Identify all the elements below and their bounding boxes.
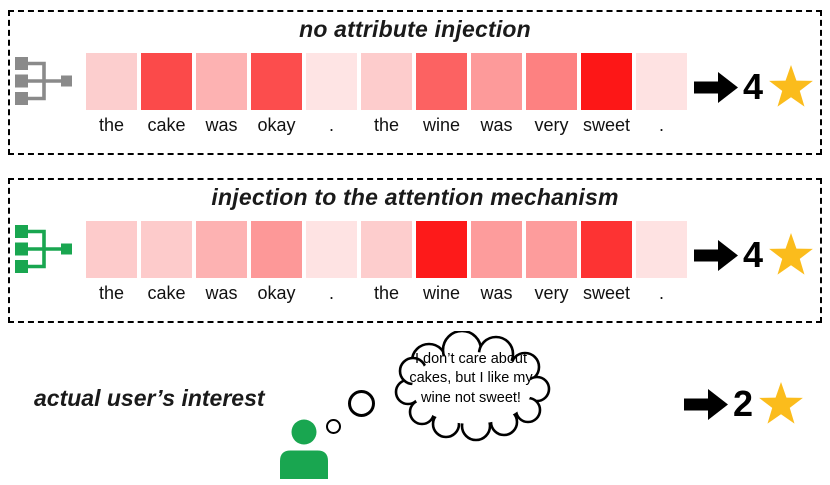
thought-cloud xyxy=(394,331,551,442)
token: . xyxy=(636,221,687,304)
token: okay xyxy=(251,53,302,136)
token-word: was xyxy=(205,115,238,135)
attention-weight-cell xyxy=(251,221,302,278)
token-word: very xyxy=(534,115,569,135)
attention-weight-cell xyxy=(471,53,522,110)
token-word: was xyxy=(480,283,513,303)
token: wine xyxy=(416,53,467,136)
attention-weight-cell xyxy=(526,53,577,110)
token: was xyxy=(471,53,522,136)
person-icon xyxy=(280,419,328,479)
token: cake xyxy=(141,53,192,136)
star-icon xyxy=(769,65,813,107)
token: wine xyxy=(416,221,467,304)
token-word: wine xyxy=(422,115,461,135)
token: was xyxy=(196,53,247,136)
attention-weight-cell xyxy=(526,221,577,278)
attention-weight-cell xyxy=(416,221,467,278)
token-word: was xyxy=(480,115,513,135)
attention-weight-cell xyxy=(471,221,522,278)
token: the xyxy=(86,221,137,304)
attention-weight-cell xyxy=(141,53,192,110)
token: . xyxy=(636,53,687,136)
thought-bubble-dot-medium xyxy=(348,390,375,417)
rating-value: 4 xyxy=(743,66,764,107)
arrow-icon xyxy=(694,239,738,271)
token: was xyxy=(471,221,522,304)
arrow-icon xyxy=(694,71,738,103)
rating-value: 2 xyxy=(733,383,754,424)
token: the xyxy=(86,53,137,136)
token-word: okay xyxy=(257,283,296,303)
token: cake xyxy=(141,221,192,304)
token: . xyxy=(306,221,357,304)
panel-attention-injection: injection to the attention mechanism the… xyxy=(8,178,822,323)
thought-line: cakes, but I like my xyxy=(409,370,533,387)
user-interest-label: actual user’s interest xyxy=(34,385,265,411)
thought-bubble-dot-small xyxy=(326,419,341,434)
token-word: . xyxy=(328,115,334,135)
panel-title: no attribute injection xyxy=(299,16,531,42)
token-word: . xyxy=(328,283,334,303)
rating-value: 4 xyxy=(743,234,764,275)
token-word: the xyxy=(98,283,125,303)
star-icon xyxy=(769,233,813,275)
token-word: the xyxy=(373,115,400,135)
token: the xyxy=(361,53,412,136)
panel-title: injection to the attention mechanism xyxy=(211,184,619,210)
attention-weight-cell xyxy=(361,53,412,110)
attention-weight-cell xyxy=(251,53,302,110)
attention-weight-cell xyxy=(361,221,412,278)
model-tree-icon xyxy=(15,225,72,273)
token: the xyxy=(361,221,412,304)
token: very xyxy=(526,221,577,304)
attention-weight-cell xyxy=(196,221,247,278)
token: was xyxy=(196,221,247,304)
attention-weight-cell xyxy=(306,221,357,278)
attention-weight-cell xyxy=(86,221,137,278)
attention-weight-cell xyxy=(581,221,632,278)
token-word: . xyxy=(658,283,664,303)
token: . xyxy=(306,53,357,136)
attention-weight-cell xyxy=(86,53,137,110)
attention-weight-cell xyxy=(636,53,687,110)
rating-result: 4 xyxy=(694,232,814,278)
arrow-icon xyxy=(684,388,728,420)
token-word: cake xyxy=(147,115,186,135)
token-word: sweet xyxy=(582,283,631,303)
model-tree-icon xyxy=(15,57,72,105)
token-word: . xyxy=(658,115,664,135)
token-word: the xyxy=(98,115,125,135)
token-word: wine xyxy=(422,283,461,303)
token-word: cake xyxy=(147,283,186,303)
token: sweet xyxy=(581,221,632,304)
attention-weight-cell xyxy=(416,53,467,110)
thought-text: I don’t care about cakes, but I like my … xyxy=(398,350,544,408)
star-icon xyxy=(759,382,803,424)
attention-weight-cell xyxy=(306,53,357,110)
attention-weight-cell xyxy=(196,53,247,110)
token: very xyxy=(526,53,577,136)
thought-line: I don’t care about xyxy=(414,351,528,367)
token-word: okay xyxy=(257,115,296,135)
attention-weight-cell xyxy=(141,221,192,278)
token: sweet xyxy=(581,53,632,136)
rating-result: 2 xyxy=(684,381,804,427)
thought-line: wine not sweet! xyxy=(421,389,521,406)
token-word: the xyxy=(373,283,400,303)
token-word: sweet xyxy=(582,115,631,135)
attention-weight-cell xyxy=(636,221,687,278)
token-word: very xyxy=(534,283,569,303)
token: okay xyxy=(251,221,302,304)
attention-weight-cell xyxy=(581,53,632,110)
rating-result: 4 xyxy=(694,64,814,110)
token-word: was xyxy=(205,283,238,303)
